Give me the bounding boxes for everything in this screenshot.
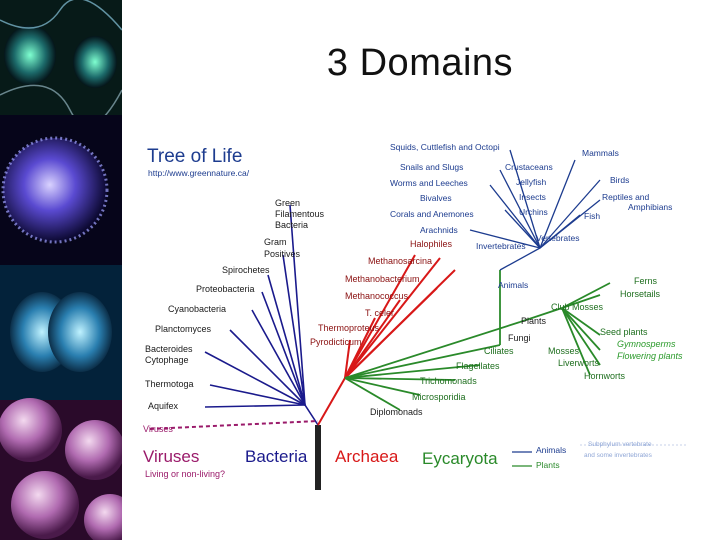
legend-sub1: Subphylum vertebrate (588, 441, 652, 448)
label-mammals: Mammals (582, 148, 619, 158)
label-thermotoga: Thermotoga (145, 379, 194, 389)
label-cytophage: Cytophage (145, 355, 189, 365)
label-arachnids: Arachnids (420, 225, 458, 235)
label-gram: Gram (264, 237, 287, 247)
label-fungi: Fungi (508, 333, 531, 343)
label-spirochetes: Spirochetes (222, 265, 270, 275)
tree-url: http://www.greennature.ca/ (148, 168, 250, 178)
label-seed-plants: Seed plants (600, 327, 648, 337)
label-worms: Worms and Leeches (390, 178, 468, 188)
domain-archaea: Archaea (335, 447, 399, 466)
domain-eucarya: Eycaryota (422, 449, 498, 468)
label-bacteria-green: Bacteria (275, 220, 308, 230)
sidebar-photos (0, 0, 122, 540)
label-microsporidia: Microsporidia (412, 392, 466, 402)
label-birds: Birds (610, 175, 629, 185)
label-methanococcus: Methanococcus (345, 291, 409, 301)
label-horsetails: Horsetails (620, 289, 661, 299)
label-flagellates: Flagellates (456, 361, 500, 371)
label-snails: Snails and Slugs (400, 162, 463, 172)
label-aquifex: Aquifex (148, 401, 179, 411)
label-viruses-branch: Viruses (143, 424, 173, 434)
label-bacteroides: Bacteroides (145, 344, 193, 354)
label-cyanobacteria: Cyanobacteria (168, 304, 226, 314)
label-mosses: Mosses (548, 346, 580, 356)
label-bivalves: Bivalves (420, 193, 452, 203)
label-urchins: Urchins (519, 207, 548, 217)
label-gymnosperms: Gymnosperms (617, 339, 676, 349)
photo-dividing-cell (0, 265, 122, 400)
label-diplomonads: Diplomonads (370, 407, 423, 417)
label-ferns: Ferns (634, 276, 658, 286)
label-methanosarcina: Methanosarcina (368, 256, 432, 266)
label-t-celer: T. celer (365, 308, 394, 318)
label-reptiles: Reptiles and (602, 192, 650, 202)
legend: Animals Plants Subphylum vertebrate and … (512, 441, 686, 470)
photo-pink-cells (0, 398, 122, 540)
label-trichomonads: Trichomonads (420, 376, 477, 386)
label-green: Green (275, 198, 300, 208)
label-flowering-plants: Flowering plants (617, 351, 683, 361)
label-crustaceans: Crustaceans (505, 162, 553, 172)
viruses-branch (149, 420, 319, 430)
label-proteobacteria: Proteobacteria (196, 284, 255, 294)
label-methanobacterium: Methanobacterium (345, 274, 420, 284)
legend-plants: Plants (536, 460, 560, 470)
label-liverworts: Liverworts (558, 358, 600, 368)
label-invertebrates: Invertebrates (476, 241, 526, 251)
slide-title: 3 Domains (326, 42, 514, 84)
label-corals: Corals and Anemones (390, 209, 474, 219)
animal-labels: Squids, Cuttlefish and Octopi Mammals Sn… (390, 142, 672, 290)
label-amphibians: Amphibians (628, 202, 672, 212)
label-plants: Plants (521, 316, 547, 326)
label-fish: Fish (584, 211, 600, 221)
label-hornworts: Hornworts (584, 371, 626, 381)
sidebar-image-strip (0, 0, 122, 540)
label-thermoproteus: Thermoproteus (318, 323, 380, 333)
domain-viruses: Viruses (143, 447, 199, 466)
label-animals: Animals (498, 280, 528, 290)
label-insects: Insects (519, 192, 546, 202)
label-squids: Squids, Cuttlefish and Octopi (390, 142, 500, 152)
label-vertebrates: Vertebrates (536, 233, 579, 243)
eukarya-labels: Ferns Horsetails Club Mosses Plants Seed… (370, 276, 683, 417)
label-filamentous: Filamentous (275, 209, 325, 219)
eukarya-branches (344, 270, 611, 411)
legend-sub2: and some invertebrates (584, 452, 653, 459)
animal-branches (469, 149, 601, 271)
living-question: Living or non-living? (145, 469, 225, 479)
bacteria-labels: Green Filamentous Bacteria Gram Positive… (143, 198, 325, 434)
label-jellyfish: Jellyfish (516, 177, 547, 187)
label-pyrodicticum: Pyrodicticum (310, 337, 362, 347)
tree-title: Tree of Life (147, 146, 242, 167)
domain-bacteria: Bacteria (245, 447, 308, 466)
bacteria-branches (204, 204, 319, 426)
label-planctomyces: Planctomyces (155, 324, 212, 334)
photo-spiky-virus-cell (0, 115, 122, 265)
label-halophiles: Halophiles (410, 239, 453, 249)
label-ciliates: Ciliates (484, 346, 514, 356)
archaea-labels: Halophiles Methanosarcina Methanobacteri… (310, 239, 453, 347)
label-club-mosses: Club Mosses (551, 302, 604, 312)
label-positives: Positives (264, 249, 301, 259)
legend-animals: Animals (536, 445, 566, 455)
